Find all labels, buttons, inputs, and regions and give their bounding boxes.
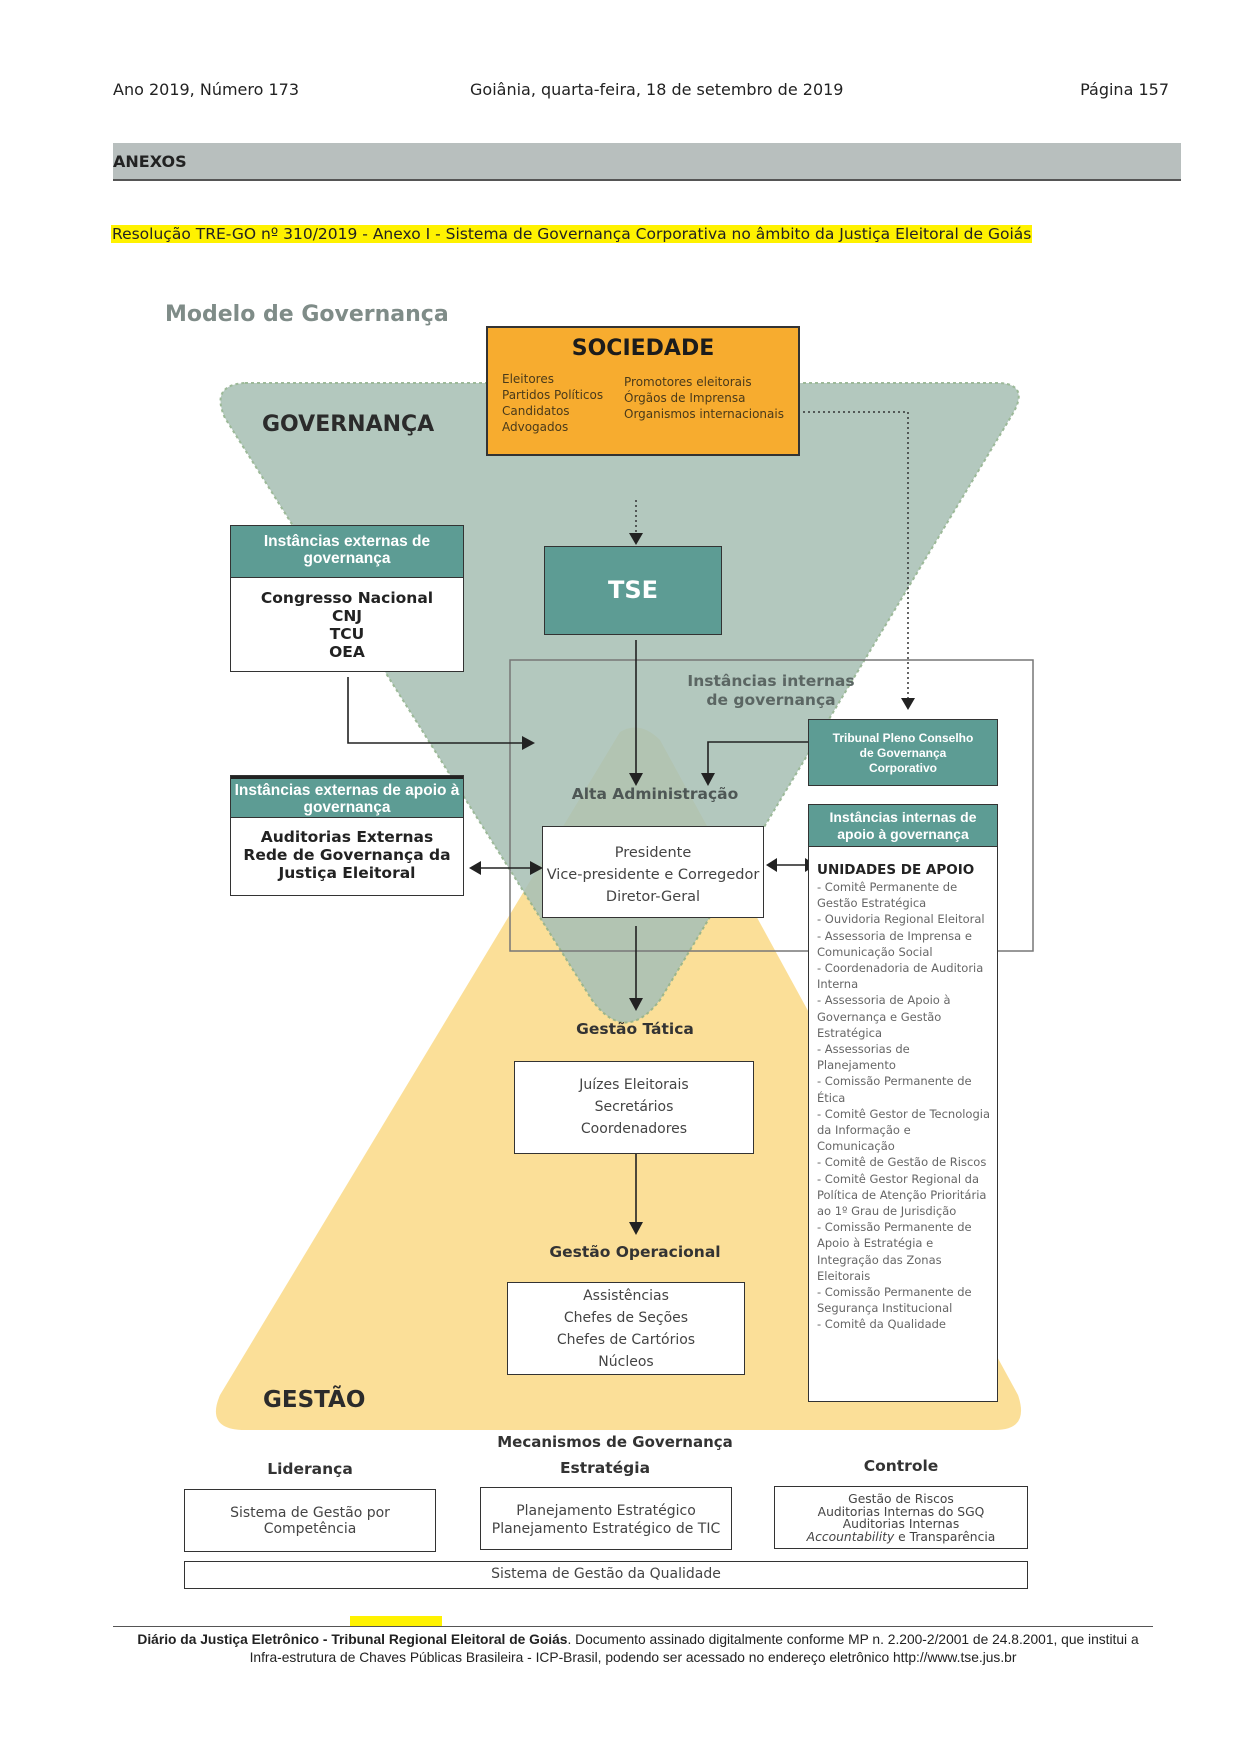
int-apoio-item: - Comitê Gestor de Tecnologia da Informa… <box>817 1106 991 1154</box>
lideranca-box: Sistema de Gestão por Competência <box>184 1489 436 1552</box>
page-number: Página 157 <box>1080 80 1169 99</box>
sociedade-title: SOCIEDADE <box>571 336 715 361</box>
estrategia-item: Planejamento Estratégico <box>516 1503 696 1519</box>
issue-number: Ano 2019, Número 173 <box>113 80 300 99</box>
ext-apoio-list: Auditorias Externas Rede de Governança d… <box>231 828 463 882</box>
operacional-label: Gestão Operacional <box>549 1243 721 1261</box>
footer-line1: Diário da Justiça Eletrônico - Tribunal … <box>137 1632 1139 1647</box>
tse-label: TSE <box>607 576 659 604</box>
operacional-item: Chefes de Cartórios <box>556 1332 696 1348</box>
ext-apoio-box: Instâncias externas de apoio à governanç… <box>230 775 464 896</box>
int-apoio-item: - Comitê de Gestão de Riscos <box>817 1155 987 1170</box>
int-apoio-item: - Comitê da Qualidade <box>817 1317 947 1332</box>
alta-item: Presidente <box>614 845 692 861</box>
int-apoio-list: - Comitê Permanente de Gestão Estratégic… <box>817 879 991 1333</box>
sociedade-item: Organismos internacionais <box>624 407 784 421</box>
int-apoio-item: - Assessorias de Planejamento <box>817 1042 910 1073</box>
mecanismos-title: Mecanismos de Governança <box>497 1433 733 1451</box>
sociedade-item: Partidos Políticos <box>502 388 604 402</box>
int-apoio-header: Instâncias internas de apoio à governanç… <box>809 805 997 847</box>
gestao-label: GESTÃO <box>263 1387 366 1413</box>
sociedade-item: Eleitores <box>502 372 554 386</box>
tribunal-box: Tribunal Pleno Conselho de Governança Co… <box>808 719 998 786</box>
int-apoio-item: - Ouvidoria Regional Eleitoral <box>817 912 985 927</box>
sgq-label: Sistema de Gestão da Qualidade <box>491 1566 721 1582</box>
alta-item: Diretor-Geral <box>605 889 701 905</box>
estrategia-label: Estratégia <box>559 1459 651 1477</box>
sociedade-col2: Promotores eleitorais Órgãos de Imprensa… <box>624 374 784 422</box>
lideranca-item: Sistema de Gestão por Competência <box>230 1505 390 1537</box>
int-apoio-subtitle: UNIDADES DE APOIO <box>817 862 975 878</box>
int-apoio-box: Instâncias internas de apoio à governanç… <box>808 804 998 1402</box>
sociedade-item: Advogados <box>502 420 569 434</box>
footer-rule <box>113 1626 1153 1627</box>
sociedade-col1: Eleitores Partidos Políticos Candidatos … <box>502 371 603 435</box>
ext-apoio-header: Instâncias externas de apoio à governanç… <box>231 776 463 818</box>
tatica-label: Gestão Tática <box>576 1020 694 1038</box>
controle-label: Controle <box>863 1457 939 1475</box>
ext-gov-item: CNJ <box>331 607 363 625</box>
footer-highlight <box>350 1616 442 1626</box>
controle-item-accountability: Accountability e Transparência <box>806 1529 996 1544</box>
sociedade-item: Órgãos de Imprensa <box>624 391 746 405</box>
ext-gov-box: Instâncias externas de governança Congre… <box>230 525 464 672</box>
diagram-title: Modelo de Governança <box>165 302 449 327</box>
controle-item: Auditorias Internas <box>842 1517 960 1531</box>
alta-box: Presidente Vice-presidente e Corregedor … <box>542 826 764 918</box>
sociedade-item: Candidatos <box>502 404 570 418</box>
sociedade-item: Promotores eleitorais <box>624 375 752 389</box>
sociedade-box: SOCIEDADE Eleitores Partidos Políticos C… <box>486 326 800 456</box>
internal-gov-frame <box>509 659 1034 952</box>
governanca-label: GOVERNANÇA <box>262 412 435 437</box>
int-apoio-item: - Assessoria de Imprensa e Comunicação S… <box>817 928 972 959</box>
operacional-item: Assistências <box>583 1288 669 1304</box>
estrategia-item: Planejamento Estratégico de TIC <box>491 1521 721 1537</box>
issue-date: Goiânia, quarta-feira, 18 de setembro de… <box>470 80 844 99</box>
int-apoio-item: - Comitê Gestor Regional da Política de … <box>817 1171 987 1219</box>
ext-gov-list: Congresso Nacional CNJ TCU OEA <box>231 589 463 661</box>
int-apoio-item: - Assessoria de Apoio à Governança e Ges… <box>817 993 951 1040</box>
footer-line2: Infra-estrutura de Chaves Públicas Brasi… <box>249 1650 1017 1665</box>
int-apoio-item: - Comissão Permanente de Segurança Insti… <box>817 1285 972 1316</box>
ext-gov-header: Instâncias externas de governança <box>231 526 463 578</box>
int-gov-label: Instâncias internas de governança <box>687 672 855 709</box>
tse-box: TSE <box>544 546 722 635</box>
operacional-box: Assistências Chefes de Seções Chefes de … <box>507 1282 745 1375</box>
int-apoio-item: - Comissão Permanente de Ética <box>817 1074 972 1105</box>
ext-apoio-item: Auditorias Externas <box>260 828 434 846</box>
section-title: ANEXOS <box>113 152 187 171</box>
ext-gov-item: TCU <box>329 625 365 643</box>
tatica-box: Juízes Eleitorais Secretários Coordenado… <box>514 1061 754 1154</box>
controle-box: Gestão de Riscos Auditorias Internas do … <box>774 1486 1028 1549</box>
ext-gov-item: Congresso Nacional <box>260 589 434 607</box>
section-band: ANEXOS <box>113 143 1181 181</box>
sgq-box: Sistema de Gestão da Qualidade <box>184 1561 1028 1589</box>
operacional-item: Chefes de Seções <box>563 1310 689 1326</box>
alta-label: Alta Administração <box>571 785 739 803</box>
resolution-title: Resolução TRE-GO nº 310/2019 - Anexo I -… <box>111 225 1033 243</box>
alta-item: Vice-presidente e Corregedor <box>546 867 760 883</box>
tatica-item: Coordenadores <box>580 1121 688 1137</box>
controle-item: Gestão de Riscos <box>848 1492 954 1506</box>
controle-item: Auditorias Internas do SGQ <box>817 1504 985 1519</box>
ext-apoio-item: Rede de Governança da Justiça Eleitoral <box>243 846 451 882</box>
operacional-item: Núcleos <box>598 1354 654 1370</box>
int-apoio-item: - Comitê Permanente de Gestão Estratégic… <box>817 880 958 911</box>
int-apoio-item: - Coordenadoria de Auditoria Interna <box>817 961 984 992</box>
estrategia-box: Planejamento Estratégico Planejamento Es… <box>480 1487 732 1550</box>
tatica-item: Juízes Eleitorais <box>579 1077 689 1093</box>
lideranca-label: Liderança <box>267 1460 353 1478</box>
int-apoio-item: - Comissão Permanente de Apoio à Estraté… <box>817 1220 972 1283</box>
tatica-item: Secretários <box>594 1099 674 1115</box>
ext-gov-item: OEA <box>329 643 365 661</box>
